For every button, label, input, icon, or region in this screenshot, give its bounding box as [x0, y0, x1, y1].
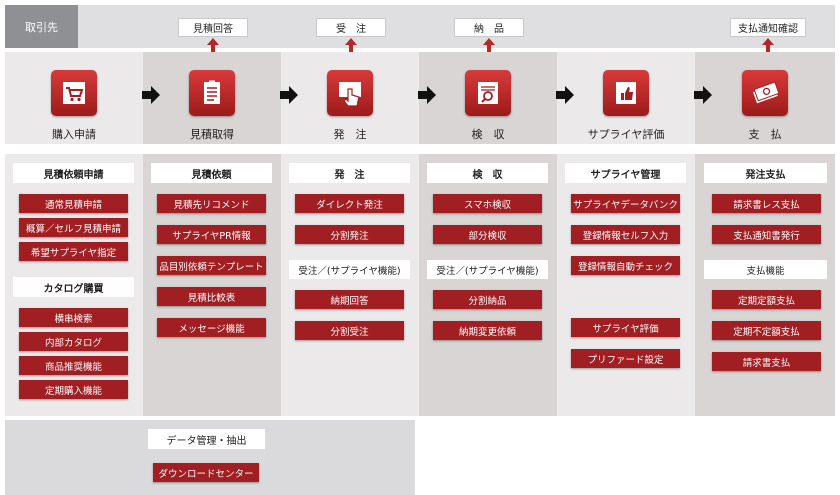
cart-icon [51, 70, 97, 116]
split-order-button[interactable]: 分割発注 [295, 225, 404, 244]
self-registration-button[interactable]: 登録情報セルフ入力 [571, 225, 680, 244]
process-label: 見積取得 [190, 128, 234, 141]
cross-search-button[interactable]: 横串検索 [19, 308, 128, 327]
split-delivery-button[interactable]: 分割納品 [433, 290, 542, 309]
fixed-amount-payment-button[interactable]: 定期定額支払 [712, 290, 821, 309]
process-step-purchase-request: 購入申請 [5, 52, 143, 144]
item-template-button[interactable]: 品目別依頼テンプレート [157, 256, 266, 275]
column-header: サプライヤ管理 [565, 163, 686, 183]
normal-quote-request-button[interactable]: 通常見積申請 [19, 194, 128, 213]
quote-recommend-button[interactable]: 見積先リコメンド [157, 194, 266, 213]
column-header: 見積依頼申請 [13, 163, 134, 183]
supplier-function-header: 受注／(サプライヤ機能) [427, 260, 548, 279]
self-quote-request-button[interactable]: 概算／セルフ見積申請 [19, 218, 128, 237]
supplier-step-delivery: 納 品 [454, 18, 524, 37]
supplier-tag: 取引先 [5, 5, 78, 48]
direct-order-button[interactable]: ダイレクト発注 [295, 194, 404, 213]
internal-catalog-button[interactable]: 内部カタログ [19, 332, 128, 351]
supplier-step-payment-confirm: 支払通知確認 [730, 18, 806, 37]
document-list-icon [189, 70, 235, 116]
quote-comparison-button[interactable]: 見積比較表 [157, 287, 266, 306]
download-center-button[interactable]: ダウンロードセンター [153, 463, 259, 482]
column-header: 検 収 [427, 163, 548, 183]
column-header: 発注支払 [704, 163, 827, 183]
arrow-right-icon [280, 86, 298, 104]
arrow-right-icon [556, 86, 574, 104]
process-label: サプライヤ評価 [587, 128, 665, 141]
supplier-function-header: 受注／(サプライヤ機能) [289, 260, 410, 279]
product-recommend-button[interactable]: 商品推奨機能 [19, 356, 128, 375]
process-step-inspection: 検 収 [419, 52, 557, 144]
payment-function-header: 支払機能 [704, 260, 827, 279]
variable-amount-payment-button[interactable]: 定期不定額支払 [712, 321, 821, 340]
supplier-band [5, 5, 835, 48]
split-receipt-button[interactable]: 分割受注 [295, 321, 404, 340]
auto-check-button[interactable]: 登録情報自動チェック [571, 256, 680, 275]
supplier-step-order-receipt: 受 注 [316, 18, 386, 37]
arrow-right-icon [694, 86, 712, 104]
arrow-right-icon [418, 86, 436, 104]
periodic-purchase-button[interactable]: 定期購入機能 [19, 380, 128, 399]
money-icon [742, 70, 788, 116]
hand-click-icon [327, 70, 373, 116]
delivery-change-button[interactable]: 納期変更依頼 [433, 321, 542, 340]
invoiceless-payment-button[interactable]: 請求書レス支払 [712, 194, 821, 213]
partial-inspection-button[interactable]: 部分検収 [433, 225, 542, 244]
arrow-right-icon [142, 86, 160, 104]
catalog-purchase-header: カタログ購買 [13, 277, 134, 297]
message-button[interactable]: メッセージ機能 [157, 318, 266, 337]
preferred-supplier-button[interactable]: 希望サプライヤ指定 [19, 242, 128, 261]
process-step-supplier-evaluation: サプライヤ評価 [557, 52, 695, 144]
process-label: 発 注 [333, 128, 367, 141]
process-label: 支 払 [748, 128, 782, 141]
process-step-order: 発 注 [281, 52, 419, 144]
magnifier-document-icon [465, 70, 511, 116]
invoice-payment-button[interactable]: 請求書支払 [712, 352, 821, 371]
preferred-setting-button[interactable]: プリファード設定 [571, 349, 680, 368]
delivery-reply-button[interactable]: 納期回答 [295, 290, 404, 309]
process-step-quote: 見積取得 [143, 52, 281, 144]
supplier-evaluation-button[interactable]: サプライヤ評価 [571, 318, 680, 337]
supplier-pr-button[interactable]: サプライヤPR情報 [157, 225, 266, 244]
supplier-databank-button[interactable]: サプライヤデータバンク [571, 194, 680, 213]
payment-notice-button[interactable]: 支払通知書発行 [712, 225, 821, 244]
column-header: 見積依頼 [151, 163, 272, 183]
process-label: 検 収 [471, 128, 505, 141]
supplier-step-quote-reply: 見積回答 [178, 18, 248, 37]
data-management-header: データ管理・抽出 [148, 429, 265, 449]
thumbs-up-icon [603, 70, 649, 116]
process-label: 購入申請 [52, 128, 96, 141]
mobile-inspection-button[interactable]: スマホ検収 [433, 194, 542, 213]
process-step-payment: 支 払 [695, 52, 835, 144]
column-header: 発 注 [289, 163, 410, 183]
